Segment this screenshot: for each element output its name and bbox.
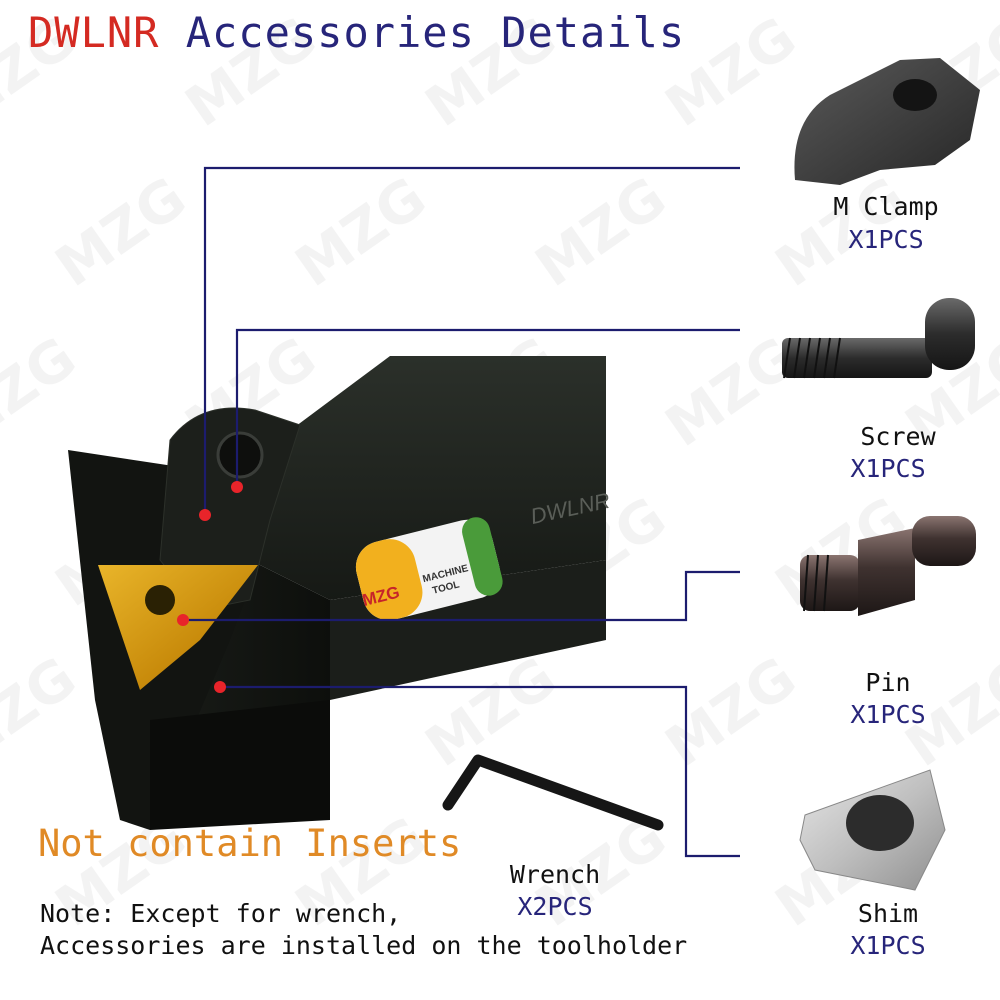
wrench-label: Wrench [509, 860, 601, 889]
leader-pin [183, 570, 740, 622]
note-line-2: Accessories are installed on the toolhol… [40, 931, 688, 960]
clamp-qty: X1PCS [848, 225, 924, 254]
wrench-image [442, 754, 664, 831]
m-clamp-image [794, 58, 980, 185]
insert-graphic [98, 565, 258, 690]
marker-dots [177, 481, 243, 693]
shim-image [799, 769, 946, 891]
note-line-1: Note: Except for wrench, [40, 899, 402, 928]
marker-dot-shim [214, 681, 226, 693]
marker-dot-clamp [199, 509, 211, 521]
leader-screw [235, 328, 740, 487]
title-model-code: DWLNR [28, 8, 160, 57]
brand-badge [355, 517, 503, 621]
mounted-clamp [159, 407, 301, 611]
pin-image [800, 516, 976, 616]
screw-label: Screw [860, 422, 936, 451]
title-text: Accessories Details [185, 8, 686, 57]
leader-shim [220, 685, 740, 858]
shim-qty: X1PCS [850, 931, 926, 960]
pin-label: Pin [865, 668, 911, 697]
screw-qty: X1PCS [850, 454, 926, 483]
marker-dot-screw [231, 481, 243, 493]
leader-lines [183, 166, 740, 858]
shim-label: Shim [857, 899, 919, 928]
screw-image [782, 298, 975, 379]
clamp-label: M Clamp [833, 192, 939, 221]
leader-clamp [203, 166, 740, 515]
wrench-qty: X2PCS [517, 892, 593, 921]
page-title: DWLNR Accessories Details [28, 8, 685, 57]
marker-dot-pin [177, 614, 189, 626]
pin-qty: X1PCS [850, 700, 926, 729]
inserts-notice: Not contain Inserts [38, 822, 462, 865]
